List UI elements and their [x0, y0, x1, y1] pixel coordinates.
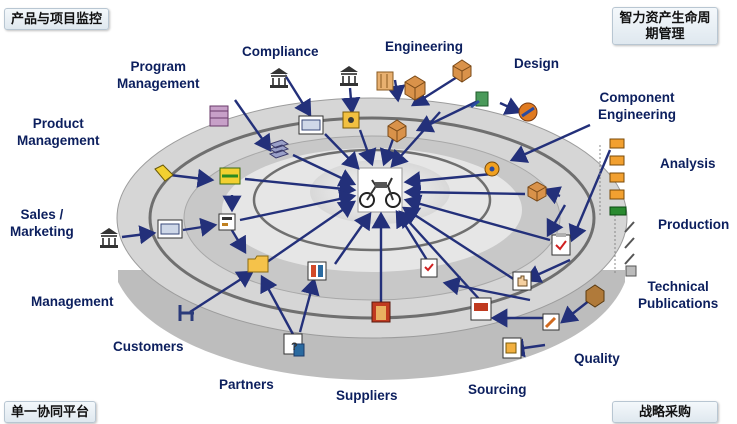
component-icon	[518, 102, 538, 122]
label-program-line1: Program	[130, 59, 187, 74]
corner-top-left-label: 产品与项目监控	[4, 8, 110, 30]
clipboard-icon-right	[551, 233, 571, 256]
checklist-icon	[420, 258, 438, 278]
label-design: Design	[514, 56, 560, 71]
box-icon-center	[387, 119, 407, 143]
label-technical-line2: Publications	[638, 296, 719, 311]
label-management: Management	[31, 294, 114, 309]
building-icon-sales	[100, 228, 118, 248]
box-icon-quality	[585, 284, 605, 308]
hand-icon	[512, 271, 532, 291]
label-sales-line1: Sales /	[20, 207, 64, 222]
label-component-line1: Component	[599, 90, 675, 105]
component-tree	[599, 138, 637, 277]
clipboard-icon-sourcing	[470, 297, 492, 321]
label-product-management: Product Management	[17, 115, 100, 149]
doc-icon-quality	[502, 337, 522, 359]
building-icon-compliance	[270, 68, 288, 88]
label-product-line2: Management	[17, 133, 100, 148]
box-icon-design	[452, 59, 472, 83]
label-product-line1: Product	[32, 116, 84, 131]
flow-arrows	[121, 70, 612, 358]
corner-top-right-label: 智力资产生命周 期管理	[612, 7, 718, 45]
gear-icon	[484, 161, 500, 177]
product-icon	[219, 167, 241, 185]
label-component-line2: Engineering	[598, 107, 677, 122]
stack-icon	[268, 139, 290, 159]
folder-icon-compliance	[298, 115, 324, 135]
label-technical-line1: Technical	[647, 279, 709, 294]
label-component-engineering: Component Engineering	[598, 89, 676, 123]
document-icon-engineering	[376, 71, 394, 91]
folder-icon-sales	[157, 219, 183, 239]
label-quality: Quality	[574, 351, 620, 366]
cylinder-icon	[209, 105, 229, 127]
flag-icon-program	[342, 111, 360, 129]
label-program-management: Program Management	[117, 58, 200, 92]
chair-icon	[178, 305, 194, 321]
corner-top-right-line2: 期管理	[645, 26, 685, 41]
chart-icon	[218, 213, 236, 231]
folder-icon-management	[247, 255, 269, 273]
label-technical-publications: Technical Publications	[638, 278, 718, 312]
tag-icon	[154, 164, 174, 182]
label-suppliers: Suppliers	[336, 388, 398, 403]
label-partners: Partners	[219, 377, 274, 392]
question-doc-icon	[283, 333, 305, 357]
box-icon-engineering	[404, 75, 426, 101]
platform-rings	[116, 97, 628, 380]
label-analysis: Analysis	[660, 156, 716, 171]
question-mark-glyph: ?	[291, 341, 298, 353]
corner-bottom-left-label: 单一协同平台	[4, 401, 97, 423]
label-production: Production	[658, 217, 730, 232]
label-sales-line2: Marketing	[10, 224, 74, 239]
label-compliance: Compliance	[242, 44, 319, 59]
design-tool-icon	[470, 91, 489, 108]
label-program-line2: Management	[117, 76, 200, 91]
label-engineering: Engineering	[385, 39, 464, 54]
box-icon-analysis	[527, 181, 547, 202]
pencil-doc-icon	[542, 313, 560, 331]
label-customers: Customers	[113, 339, 184, 354]
corner-bottom-right-label: 战略采购	[612, 401, 718, 423]
label-sourcing: Sourcing	[468, 382, 527, 397]
label-sales-marketing: Sales / Marketing	[10, 206, 74, 240]
motorcycle-icon	[357, 167, 403, 213]
grid-icon	[307, 261, 327, 281]
building-icon-engineering	[340, 66, 358, 86]
door-icon	[371, 301, 391, 323]
corner-top-right-line1: 智力资产生命周	[619, 10, 711, 25]
